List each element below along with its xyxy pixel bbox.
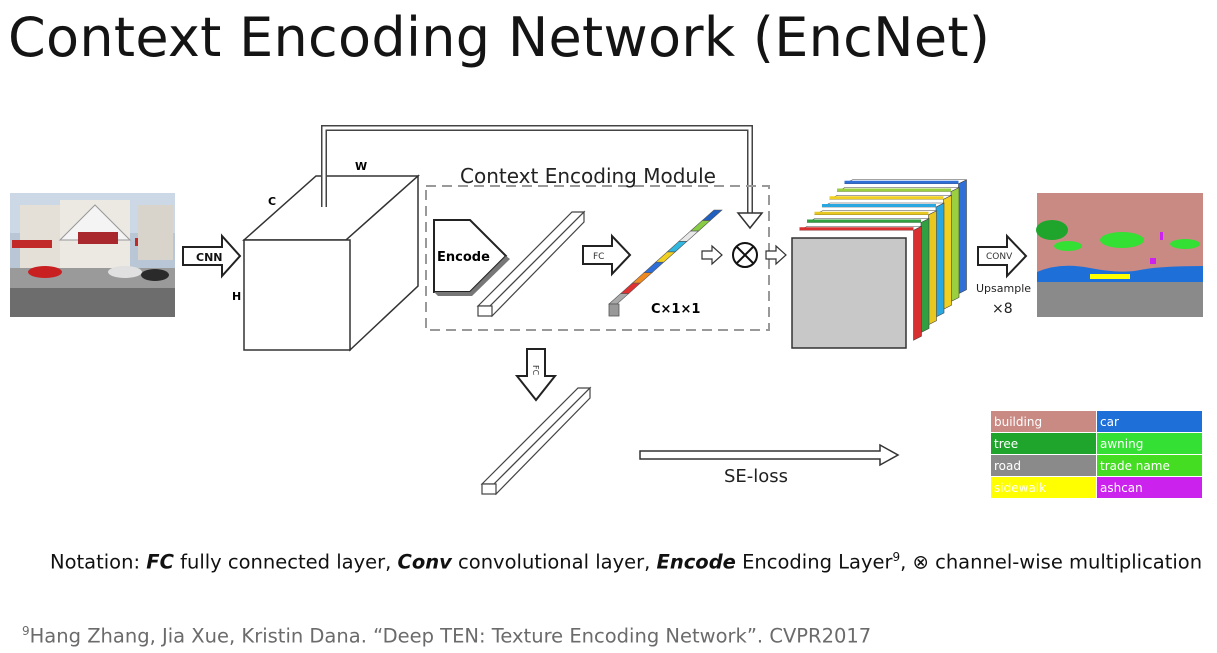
cnn-arrow: CNN <box>182 233 242 279</box>
legend-swatch <box>1097 455 1202 476</box>
cnn-label: CNN <box>196 251 223 264</box>
legend-label: car <box>1100 415 1119 429</box>
feature-slice-side <box>935 202 945 318</box>
channel-cell <box>666 241 688 253</box>
feature-slice-stripe <box>807 219 921 223</box>
fc-down-label: FC <box>531 365 540 376</box>
channel-cell <box>701 209 723 221</box>
context-encoding-module <box>425 185 770 331</box>
legend-swatch <box>991 477 1096 498</box>
module-label: Context Encoding Module <box>460 164 716 188</box>
fc-down-arrow: FC <box>514 348 558 402</box>
encode-block: Encode <box>433 219 510 296</box>
legend-swatch <box>991 433 1096 454</box>
notation-line: Notation: FC fully connected layer, Conv… <box>50 550 1202 574</box>
channel-cell <box>643 261 665 273</box>
channel-cell <box>654 251 677 263</box>
channel-cell-front <box>608 303 620 317</box>
reference-footnote: 9Hang Zhang, Jia Xue, Kristin Dana. “Dee… <box>22 624 871 648</box>
conv-arrow: CONV Upsample ×8 <box>976 233 1031 317</box>
notation-prefix: Notation: <box>50 550 141 574</box>
legend-swatch <box>991 455 1096 476</box>
notation-encode-desc: Encoding Layer <box>742 550 893 574</box>
notation-fc-term: FC <box>146 550 174 574</box>
se-loss-arrow: SE-loss <box>639 443 900 487</box>
cx1x1-label: C×1×1 <box>651 302 700 317</box>
encoded-feature-bar <box>476 210 586 318</box>
segmentation-output <box>1036 193 1203 317</box>
legend-label: ashcan <box>1100 481 1143 495</box>
dim-w-label: W <box>355 160 367 173</box>
conv-label: CONV <box>986 252 1013 262</box>
channel-cell <box>631 272 653 284</box>
channel-cell <box>608 293 630 305</box>
slide-title: Context Encoding Network (EncNet) <box>8 6 991 69</box>
notation-conv-desc: convolutional layer, <box>458 550 651 574</box>
upsample-label: Upsample <box>976 282 1031 295</box>
legend-swatch <box>1097 477 1202 498</box>
feature-slice-side <box>958 179 967 295</box>
feature-slice-stripe <box>822 204 936 207</box>
feature-slice-side <box>943 194 952 310</box>
notation-encode-term: Encode <box>656 550 736 574</box>
legend-label: awning <box>1100 437 1143 451</box>
encode-label: Encode <box>437 250 490 265</box>
feature-slice-stripe <box>814 211 929 215</box>
skip-arrowhead <box>736 212 764 230</box>
legend-label: sidewalk <box>994 481 1046 495</box>
reference-text: Hang Zhang, Jia Xue, Kristin Dana. “Deep… <box>29 624 872 648</box>
fc-arrow: FC <box>582 233 632 277</box>
se-feature-bar <box>480 386 592 496</box>
input-image <box>10 193 175 317</box>
feature-slice-side <box>928 210 937 326</box>
feature-slice-stripe <box>799 227 914 231</box>
feature-cube: C W H <box>232 160 420 352</box>
legend-label: tree <box>994 437 1018 451</box>
dim-h-label: H <box>232 290 241 303</box>
feature-slice-stripe <box>829 196 944 200</box>
legend-label: road <box>994 459 1021 473</box>
feature-slice-stripe <box>837 188 951 192</box>
feature-slice-side <box>950 187 960 302</box>
channel-cell <box>689 220 712 232</box>
times8-label: ×8 <box>992 301 1013 317</box>
notation-encode-ref: 9 <box>892 550 901 564</box>
small-arrow-2 <box>765 244 787 266</box>
legend-swatch <box>1097 411 1202 432</box>
se-loss-label: SE-loss <box>724 466 788 487</box>
legend-swatch <box>1097 433 1202 454</box>
class-legend: building car tree awning road trade name sidew… <box>991 411 1202 498</box>
feature-front-face <box>791 237 907 349</box>
legend-swatch <box>991 411 1096 432</box>
feature-slice-side <box>913 225 922 341</box>
output-feature-cube <box>791 179 967 349</box>
feature-slice-stripe <box>844 180 959 184</box>
notation-fc-desc: fully connected layer, <box>180 550 392 574</box>
channel-vector <box>608 209 723 317</box>
notation-conv-term: Conv <box>397 550 452 574</box>
channel-cell <box>678 230 700 242</box>
channel-cell <box>619 282 642 294</box>
notation-tail: , ⊗ channel-wise multiplication <box>900 550 1203 574</box>
dim-c-label: C <box>268 195 276 208</box>
reference-number: 9 <box>22 624 30 638</box>
fc-label: FC <box>593 252 604 262</box>
small-arrow-1 <box>701 244 723 266</box>
legend-label: building <box>994 415 1042 429</box>
legend-label: trade name <box>1100 459 1170 473</box>
feature-slice-side <box>920 218 930 333</box>
